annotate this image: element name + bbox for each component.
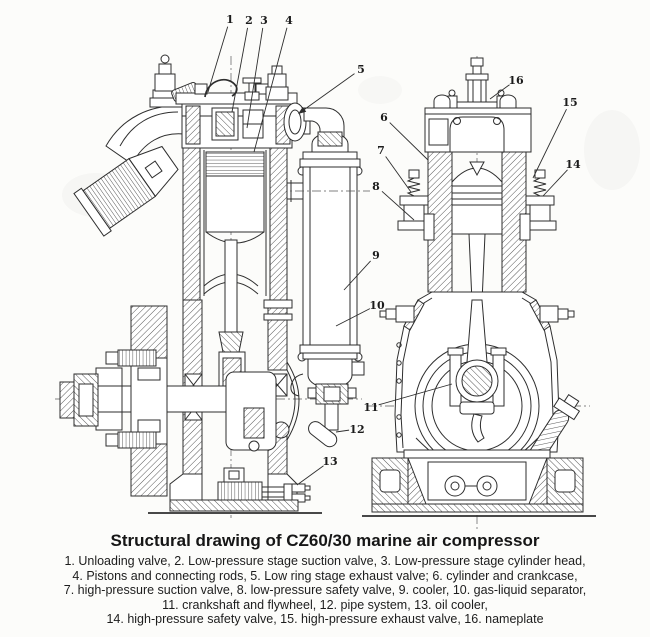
hp-exhaust-safety-valves (519, 169, 557, 241)
drawing-title: Structural drawing of CZ60/30 marine air… (110, 531, 540, 550)
callout-number-1: 1 (226, 13, 234, 26)
oil-dipper (471, 413, 485, 443)
lp-exhaust-valve (271, 65, 283, 75)
lp-cylinder-head (175, 65, 298, 149)
callout-14: 14 (542, 158, 581, 197)
callout-4: 4 (253, 14, 293, 153)
leader-line (335, 429, 350, 433)
top-valve (447, 57, 507, 110)
callout-number-5: 5 (357, 63, 365, 76)
left-base (148, 499, 322, 514)
leader-line (381, 190, 415, 221)
callout-number-4: 4 (285, 14, 293, 27)
callout-number-12: 12 (349, 423, 364, 436)
leader-arrowhead (298, 106, 307, 114)
callout-number-3: 3 (260, 14, 268, 27)
legend: 1. Unloading valve, 2. Low-pressure stag… (0, 554, 650, 627)
leader-line (253, 27, 288, 153)
piston (205, 175, 265, 233)
leader-line (335, 308, 371, 327)
oil-cooler (217, 467, 311, 505)
leader-line (207, 26, 229, 93)
caption: Structural drawing of CZ60/30 marine air… (0, 531, 650, 627)
crankshaft-flywheel (59, 305, 277, 497)
callout-number-2: 2 (245, 14, 253, 27)
leader-line (385, 156, 412, 193)
callout-1: 1 (207, 13, 234, 93)
cooler (278, 131, 370, 397)
leader-line (231, 27, 248, 113)
leader-line (542, 169, 568, 197)
callout-number-6: 6 (380, 111, 388, 124)
leader-line (378, 383, 453, 406)
callout-15: 15 (532, 96, 578, 179)
leader-line (389, 122, 429, 161)
intake-elbow (105, 105, 185, 165)
t-handle-valve (242, 77, 262, 84)
legend-line-5: 14. high-pressure safety valve, 15. high… (106, 612, 544, 626)
hp-suction-safety-valves (397, 169, 435, 241)
callout-10: 10 (335, 299, 385, 327)
drain-pipe-elbow (308, 421, 338, 448)
leader-line (246, 27, 264, 129)
leader-line (489, 84, 510, 100)
leader-line (343, 260, 371, 291)
hp-cylinder (427, 151, 527, 303)
leader-line (296, 465, 324, 486)
callout-number-16: 16 (508, 74, 524, 87)
right-base (362, 449, 596, 517)
callout-2: 2 (231, 14, 253, 113)
leader-line (532, 108, 567, 179)
callout-8: 8 (372, 180, 415, 221)
leader-line (301, 73, 355, 112)
callout-number-10: 10 (369, 299, 385, 312)
callout-number-7: 7 (377, 144, 385, 157)
callout-6: 6 (380, 111, 429, 161)
callout-number-13: 13 (322, 455, 337, 468)
gas-liquid-separator (307, 383, 357, 448)
callout-16: 16 (489, 74, 524, 100)
piston-rings (205, 151, 265, 177)
legend-line-4: 11. crankshaft and flywheel, 12. pipe sy… (162, 597, 488, 612)
callout-3: 3 (246, 14, 268, 129)
piston-rod (224, 239, 238, 333)
crankpin-big-end (447, 299, 507, 443)
hp-cylinder-head (424, 94, 532, 153)
callout-number-8: 8 (372, 180, 380, 193)
callout-number-15: 15 (562, 96, 577, 109)
callout-13: 13 (296, 455, 338, 486)
callout-5: 5 (298, 63, 365, 114)
callout-12: 12 (335, 423, 365, 436)
callout-number-9: 9 (372, 249, 380, 262)
callout-number-11: 11 (363, 401, 378, 414)
piston-crown (451, 167, 503, 187)
legend-line-3: 7. high-pressure suction valve, 8. low-p… (63, 583, 587, 597)
legend-line-2: 4. Pistons and connecting rods, 5. Low r… (72, 568, 578, 583)
left-sectional-view (55, 54, 370, 518)
callout-11: 11 (363, 383, 453, 414)
air-filter (73, 145, 179, 237)
callout-number-14: 14 (565, 158, 581, 171)
callout-7: 7 (377, 144, 412, 193)
callout-9: 9 (343, 249, 380, 291)
right-sectional-view (362, 56, 596, 530)
legend-line-1: 1. Unloading valve, 2. Low-pressure stag… (64, 554, 586, 568)
